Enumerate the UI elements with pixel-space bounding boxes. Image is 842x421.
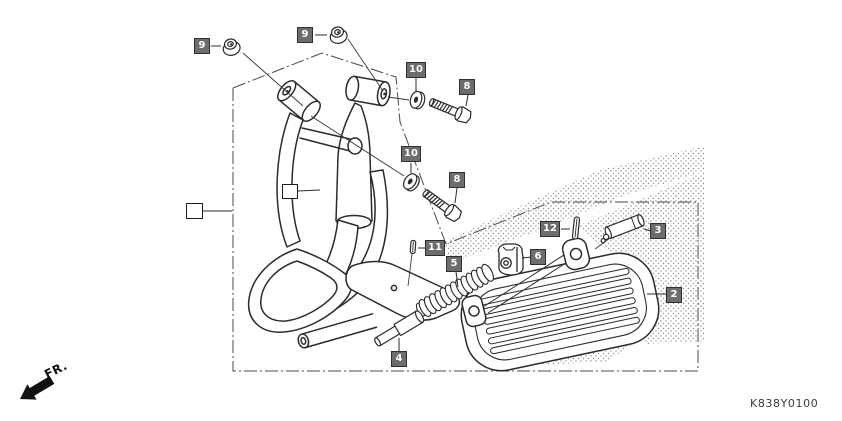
drawing-code: K838Y0100: [750, 397, 819, 410]
callout-9-left[interactable]: 9: [194, 38, 210, 54]
callout-10-lower[interactable]: 10: [401, 146, 421, 162]
callout-leaders: [203, 34, 667, 352]
callout-3[interactable]: 3: [650, 223, 666, 239]
callout-12[interactable]: 12: [540, 221, 560, 237]
ref-box-outer[interactable]: [186, 203, 203, 219]
callout-9-right[interactable]: 9: [297, 27, 313, 43]
spring-part[interactable]: [415, 263, 496, 319]
pivot-cap-3[interactable]: [597, 213, 646, 244]
footboard-part[interactable]: [455, 237, 666, 378]
hex-bolt-lower[interactable]: [419, 185, 465, 225]
fr-direction-arrow: [20, 376, 55, 400]
callout-8-lower[interactable]: 8: [449, 172, 465, 188]
hex-bolt-upper[interactable]: [426, 94, 474, 126]
callout-5[interactable]: 5: [446, 256, 462, 272]
callout-4[interactable]: 4: [391, 351, 407, 367]
washer-upper[interactable]: [407, 89, 428, 111]
callout-6[interactable]: 6: [530, 249, 546, 265]
clip-pin-11[interactable]: [409, 239, 417, 255]
rubber-bushing-right: [345, 75, 391, 107]
flange-nut-left[interactable]: [220, 36, 243, 58]
callout-11[interactable]: 11: [425, 240, 445, 256]
callout-2[interactable]: 2: [666, 287, 682, 303]
rubber-bushing-left: [277, 79, 321, 123]
holder-block-6[interactable]: [497, 243, 524, 276]
callout-10-upper[interactable]: 10: [406, 62, 426, 78]
spring-pin-12[interactable]: [571, 216, 581, 240]
callout-8-upper[interactable]: 8: [459, 79, 475, 95]
joint-pin-4[interactable]: [373, 310, 426, 349]
footboard-hinge-lug-left: [461, 294, 487, 328]
ref-box-bracket[interactable]: [282, 184, 298, 199]
washer-lower[interactable]: [400, 170, 423, 194]
flange-nut-right[interactable]: [327, 24, 350, 46]
footboard-hinge-lug-right: [561, 237, 591, 271]
assembly-lines: [242, 38, 611, 287]
